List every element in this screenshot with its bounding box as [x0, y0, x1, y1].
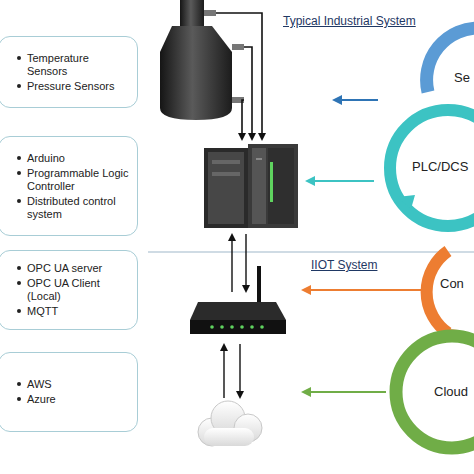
cloud-icon [198, 401, 262, 446]
info-box: AWS Azure [0, 352, 138, 432]
bullet-dot [17, 397, 21, 401]
bullet-dot [17, 266, 21, 270]
sensor-wires [216, 13, 262, 134]
bullet-dot [17, 382, 21, 386]
cycle-label: Se [454, 70, 470, 86]
info-box: Temperature SensorsPressure Sensors [0, 36, 138, 108]
bullet-text: Pressure Sensors [17, 80, 129, 93]
bullet-text: OPC UA server [17, 262, 129, 275]
bullet-text: Programmable Logic Controller [17, 167, 129, 193]
wire-arrowheads [238, 133, 266, 141]
bullet-text: Temperature Sensors [17, 52, 129, 78]
cycle-label: Cloud [434, 384, 468, 400]
cycle-circle: PLC/DCS [381, 101, 474, 235]
info-box: ArduinoProgrammable Logic ControllerDist… [0, 136, 138, 236]
section-label: Typical Industrial System [283, 14, 416, 28]
bullet-dot [17, 309, 21, 313]
sensor-vessel [160, 0, 244, 120]
bullet-dot [17, 84, 21, 88]
bullet-text: MQTT [17, 305, 129, 318]
bullet-dot [17, 156, 21, 160]
bullet-dot [17, 171, 21, 175]
bullet-text: Arduino [17, 152, 129, 165]
plc-router-heads [228, 233, 250, 293]
plc-rack [204, 144, 298, 228]
router-cloud-heads [220, 343, 244, 399]
bullet-text: Azure [17, 393, 129, 406]
bullet-dot [17, 281, 21, 285]
cycle-circle: Cloud [384, 324, 474, 460]
bullet-text: AWS [17, 378, 129, 391]
bullet-text: OPC UA Client (Local) [17, 277, 129, 303]
bullet-dot [17, 199, 21, 203]
separator-line [148, 251, 474, 252]
bullet-dot [17, 56, 21, 60]
section-label: IIOT System [311, 258, 377, 272]
cycle-circle: Se [420, 20, 474, 140]
plc-router-arrows [232, 234, 246, 292]
cycle-label: PLC/DCS [412, 159, 468, 175]
info-box: OPC UA serverOPC UA Client (Local) MQTT [0, 250, 138, 330]
router [190, 266, 286, 334]
cycle-label: Con [440, 276, 464, 292]
router-cloud-arrows [224, 344, 240, 398]
bullet-text: Distributed control system [17, 195, 129, 221]
